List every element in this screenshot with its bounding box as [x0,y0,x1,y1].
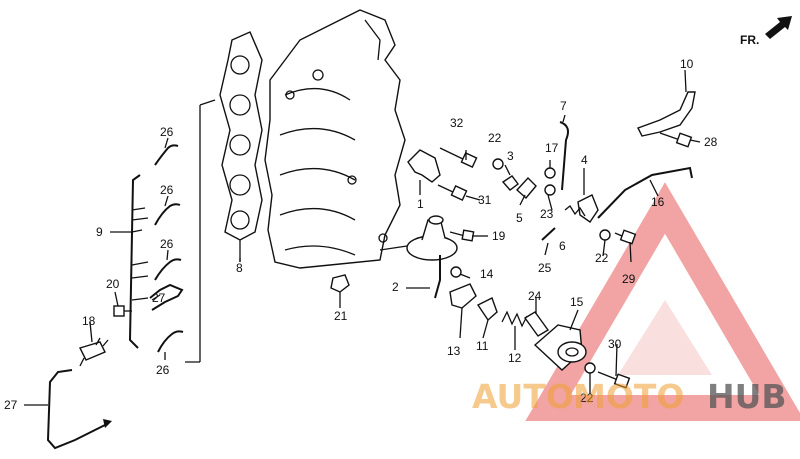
bolt-31 [437,184,468,201]
part-label: 21 [334,309,348,323]
part-label: 2 [392,280,399,294]
part-label: 27 [152,291,166,305]
lever-11 [476,297,498,322]
part-label: 31 [478,193,492,207]
nut-22-top [492,158,504,170]
watermark-text-hub: HUB [707,377,787,416]
part-label: 8 [236,261,243,275]
watermark-text-auto: AUTO [472,377,574,416]
part-label: 15 [570,295,584,309]
part-label: 19 [492,229,506,243]
tube-arrow [103,419,112,428]
watermark-text-moto: MOTO [573,377,684,416]
bolt-19 [449,229,475,242]
part-label: 29 [622,272,636,286]
part-label: 27 [4,398,18,412]
leader-lines [24,69,701,406]
part-label: 10 [680,57,694,71]
bolt-32 [439,147,478,168]
washer-22-right [599,229,611,241]
pulley-15 [533,324,587,371]
part-label: 14 [480,267,494,281]
lever-13 [449,283,477,309]
link-5 [516,176,537,200]
part-label: 22 [580,391,594,405]
manifold-gasket [219,31,263,262]
watermark-logo: AUTO MOTO HUB [472,377,787,416]
bracket-10 [637,91,696,137]
part-label: 23 [540,207,554,221]
washer-22-bottom [584,362,596,374]
part-label: 25 [538,261,552,275]
part-label: 12 [508,351,522,365]
part-label: 26 [160,237,174,251]
tube-27 [46,369,106,450]
part-label: 16 [651,195,665,209]
vacuum-diaphragm [379,215,458,299]
part-label: 26 [160,125,174,139]
watermark-triangle [525,182,800,421]
spring-12 [501,310,528,328]
rod-7 [559,121,569,191]
hose-group-bracket [185,99,216,363]
part-label: 5 [516,211,523,225]
pin-25 [541,227,556,241]
link-3 [501,175,519,191]
part-label: 1 [417,197,424,211]
bolt-29 [614,229,637,245]
part-label: 17 [545,141,559,155]
throttle-arm-4 [577,194,599,223]
intake-manifold [264,9,406,269]
bushing-23 [544,184,556,196]
hose-26-a [154,144,179,166]
fitting-20 [113,305,132,317]
part-label: 6 [559,239,566,253]
nut-21 [330,274,350,293]
part-label: 7 [560,99,567,113]
part-label: 3 [507,149,514,163]
part-label: 28 [704,135,718,149]
front-direction-label: FR. [740,33,759,47]
bushing-17 [544,167,556,179]
part-label: 30 [608,337,622,351]
shaft-24 [523,311,550,337]
spring-6 [564,205,586,217]
rod-16 [597,166,693,219]
part-label: 13 [447,344,461,358]
vacuum-filter [79,337,109,367]
front-direction-arrow [765,16,792,39]
part-label: 20 [106,277,120,291]
vacuum-tube-assembly [128,174,184,349]
hose-26-b [154,203,181,226]
clamp-1 [407,149,441,183]
part-label: 9 [96,225,103,239]
part-label: 24 [528,289,542,303]
bolt-30 [597,371,631,389]
part-label: 26 [156,363,170,377]
part-label: 4 [581,153,588,167]
hose-26-c [154,258,182,281]
part-label: 22 [595,251,609,265]
part-label: 32 [450,116,464,130]
part-label: 18 [82,314,96,328]
washer-14 [450,266,462,278]
part-label: 22 [488,131,502,145]
bolt-28 [659,132,693,148]
part-label: 11 [476,339,489,353]
part-labels: 1 2 3 4 5 6 7 8 9 10 11 12 13 14 15 16 1… [4,57,718,412]
part-label: 26 [160,183,174,197]
hose-26-d [157,330,184,353]
